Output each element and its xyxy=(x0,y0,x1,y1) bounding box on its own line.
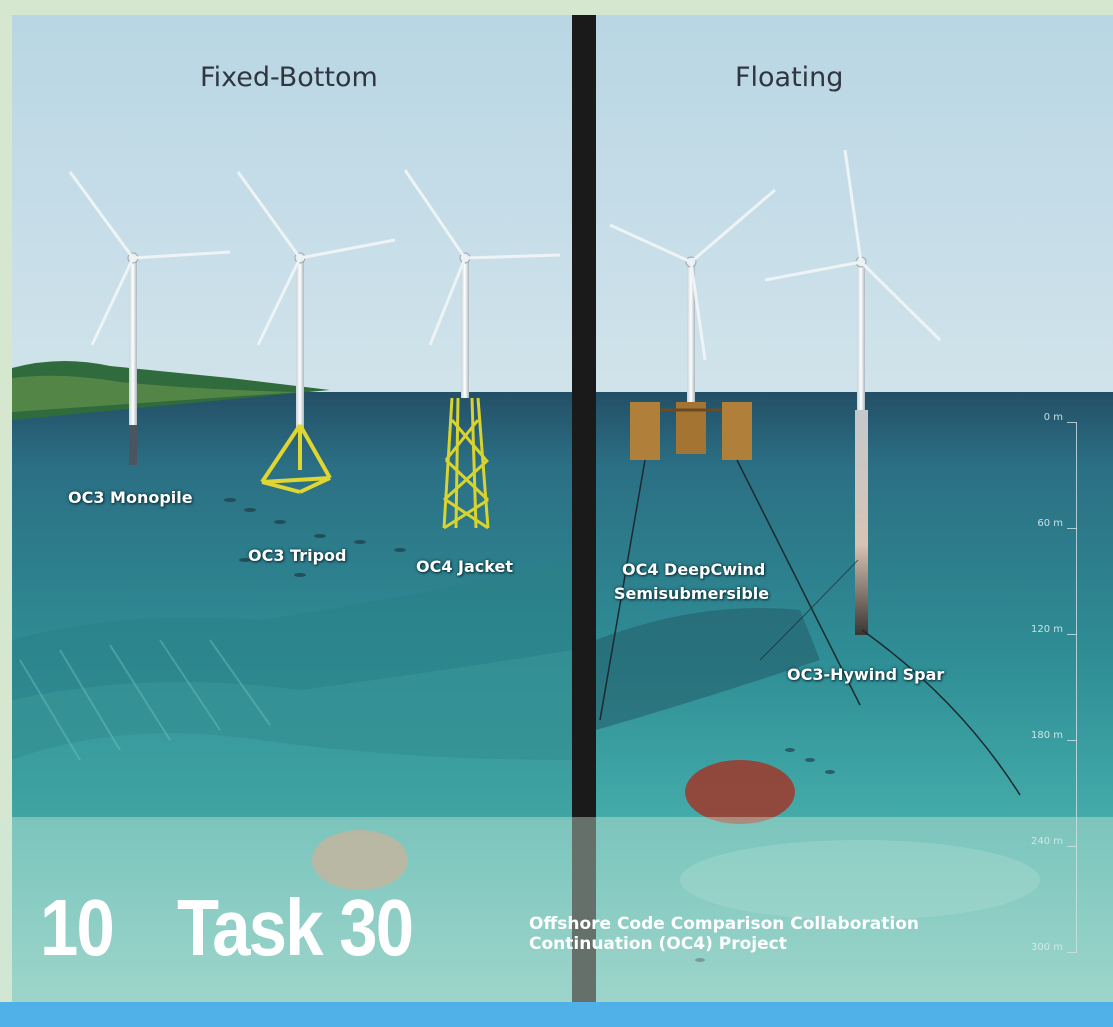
chapter-banner xyxy=(0,817,1113,1002)
accent-bar xyxy=(0,1002,1113,1027)
spar-turbine xyxy=(759,149,1021,796)
label-monopile: OC3 Monopile xyxy=(68,488,193,507)
monopile-turbine xyxy=(68,171,231,465)
panel-divider xyxy=(572,15,596,1002)
depth-scale-line xyxy=(1076,422,1077,952)
floating-title: Floating xyxy=(735,62,844,93)
depth-label-120: 120 m xyxy=(1030,624,1063,635)
label-tripod: OC3 Tripod xyxy=(248,546,347,565)
label-spar: OC3-Hywind Spar xyxy=(787,665,945,684)
jacket-turbine xyxy=(403,169,561,530)
coral-red xyxy=(685,760,795,824)
label-semisub-line1: OC4 DeepCwind xyxy=(622,560,766,579)
depth-label-300: 300 m xyxy=(1030,942,1063,953)
label-semisub-line2: Semisubmersible xyxy=(614,584,770,603)
chapter-subtitle: Offshore Code Comparison Collaboration C… xyxy=(529,914,919,954)
fixed-bottom-title: Fixed-Bottom xyxy=(200,62,378,93)
semisubmersible-turbine xyxy=(599,188,861,721)
seabed-ridge xyxy=(12,560,572,760)
chapter-number: 10 xyxy=(40,883,115,972)
chapter-title: Task 30 xyxy=(177,883,414,972)
right-panel xyxy=(596,15,1113,1002)
depth-label-180: 180 m xyxy=(1030,730,1063,741)
depth-label-60: 60 m xyxy=(1037,518,1063,529)
depth-label-0: 0 m xyxy=(1043,412,1063,423)
label-jacket: OC4 Jacket xyxy=(416,557,513,576)
left-panel xyxy=(12,15,572,1002)
chapter-subtitle-line2: Continuation (OC4) Project xyxy=(529,934,787,954)
coral xyxy=(312,830,408,890)
chapter-subtitle-line1: Offshore Code Comparison Collaboration xyxy=(529,914,919,934)
depth-label-240: 240 m xyxy=(1030,836,1063,847)
tripod-turbine xyxy=(236,171,396,494)
seabed-cliff xyxy=(596,608,820,730)
fish-school xyxy=(224,498,406,577)
